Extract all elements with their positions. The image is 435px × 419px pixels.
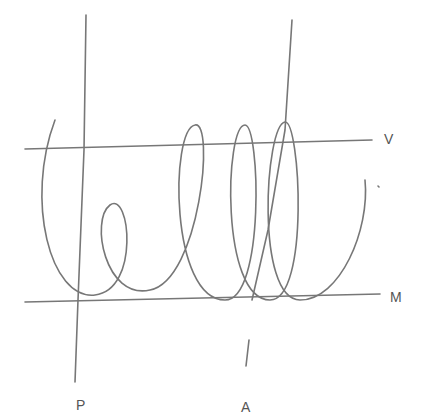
line-label: M bbox=[390, 290, 402, 304]
vertical-line-p bbox=[75, 15, 86, 382]
line-label: V bbox=[384, 132, 393, 146]
upper-line bbox=[25, 140, 372, 149]
coil-curve bbox=[42, 120, 366, 300]
line-label: A bbox=[241, 400, 250, 414]
vertical-line-a-lower bbox=[246, 340, 249, 366]
dot-mark bbox=[378, 186, 379, 187]
line-label: P bbox=[76, 398, 85, 412]
